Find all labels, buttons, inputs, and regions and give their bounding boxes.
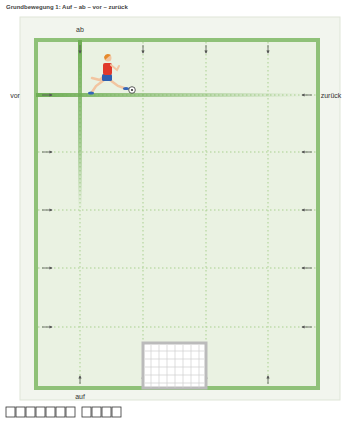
player-figure [88,54,129,95]
panel [20,17,340,400]
direction-label: zurück [321,92,342,99]
path-across [36,93,306,97]
goal [143,343,206,388]
letter-boxes [6,407,121,417]
page-title: Grundbewegung 1: Auf – ab – vor – zurück [6,4,128,10]
direction-arrows [42,45,312,384]
direction-label: ab [76,26,84,33]
direction-label: vor [10,92,20,99]
field [36,40,318,388]
path-down [78,40,82,210]
direction-label: auf [75,393,85,400]
ball [129,87,136,94]
